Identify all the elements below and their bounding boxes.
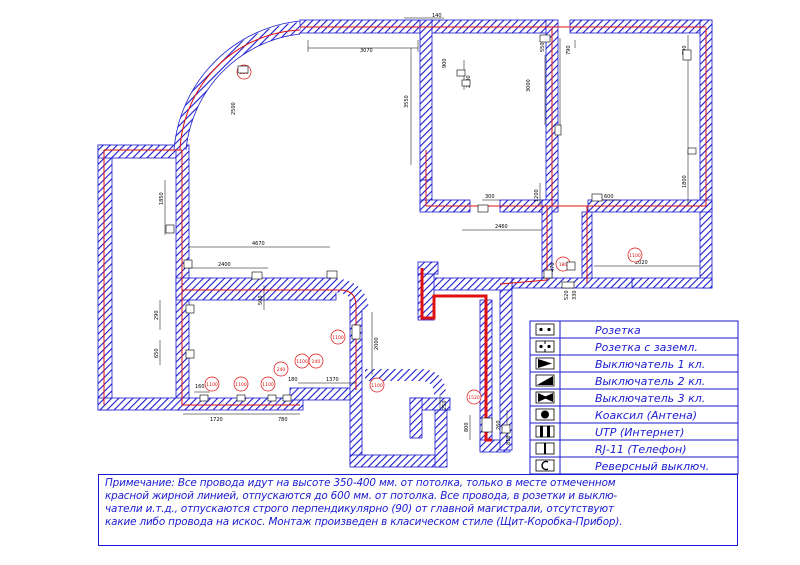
coax-icon bbox=[535, 408, 555, 421]
dim-160: 160 bbox=[195, 384, 205, 390]
height-marker bbox=[273, 361, 289, 377]
dim-180: 180 bbox=[288, 377, 298, 383]
legend-label: UTP (Интернет) bbox=[595, 426, 684, 439]
dim-1200: 1200 bbox=[534, 189, 540, 202]
height-marker bbox=[330, 329, 346, 345]
legend-label: RJ-11 (Телефон) bbox=[595, 443, 687, 456]
height-marker bbox=[260, 376, 276, 392]
height-1100f: 1100 bbox=[371, 383, 383, 389]
dim-2000b: 2000 bbox=[374, 337, 380, 350]
wall-left-outer bbox=[97, 144, 113, 411]
dim-550: 550 bbox=[540, 42, 546, 52]
reverse-switch-icon bbox=[535, 459, 555, 472]
height-1100a: 1100 bbox=[206, 382, 218, 388]
legend: Розетка Розетка с заземл. Выключатель 1 … bbox=[529, 320, 739, 475]
devices bbox=[165, 34, 697, 434]
legend-label: Выключатель 2 кл. bbox=[595, 375, 705, 388]
legend-label: Розетка bbox=[595, 324, 641, 337]
dim-330: 330 bbox=[572, 290, 578, 300]
height-1100d: 1100 bbox=[296, 359, 308, 365]
dim-500: 500 bbox=[258, 295, 264, 305]
height-marker bbox=[204, 376, 220, 392]
legend-label: Реверсный выключ. bbox=[595, 460, 709, 473]
height-marker bbox=[369, 377, 385, 393]
switch-2-icon bbox=[535, 374, 555, 387]
socket-icon bbox=[535, 323, 555, 336]
dim-1720: 1720 bbox=[210, 417, 223, 423]
wall-step bbox=[417, 269, 435, 321]
height-240b: 240 bbox=[312, 359, 321, 365]
rj11-icon bbox=[535, 442, 555, 455]
legend-label: Розетка с заземл. bbox=[595, 341, 698, 354]
wall-bottom-4 bbox=[349, 454, 446, 468]
wall-sq-left bbox=[409, 397, 423, 439]
dim-4670: 4670 bbox=[252, 241, 265, 247]
note-line: красной жирной линией, отпускаются до 60… bbox=[105, 490, 618, 502]
dim-3550: 3550 bbox=[404, 95, 410, 108]
height-1520: 1520 bbox=[468, 395, 480, 401]
dim-2020: 2020 bbox=[635, 260, 648, 266]
height-1100b: 1100 bbox=[235, 382, 247, 388]
note-line: Примечание: Все провода идут на высоте 3… bbox=[105, 477, 616, 489]
height-labels: 220 1100 1100 1100 240 1100 240 1100 110… bbox=[206, 70, 641, 401]
height-marker bbox=[233, 376, 249, 392]
utp-icon bbox=[535, 425, 555, 438]
wall-mid-h-left bbox=[175, 277, 337, 301]
dim-290: 290 bbox=[154, 310, 160, 320]
legend-label: Выключатель 3 кл. bbox=[595, 392, 705, 405]
wall-bottom-2 bbox=[289, 387, 361, 401]
dim-780: 780 bbox=[278, 417, 288, 423]
dim-790: 790 bbox=[566, 45, 572, 55]
dim-1850: 1850 bbox=[159, 192, 165, 205]
height-marker bbox=[627, 247, 643, 263]
dim-600: 600 bbox=[604, 194, 614, 200]
dim-900: 900 bbox=[442, 58, 448, 68]
dim-1800: 1800 bbox=[682, 175, 688, 188]
curved-walls bbox=[173, 20, 446, 396]
height-1100e: 1100 bbox=[332, 335, 344, 341]
dimension-lines bbox=[159, 17, 700, 440]
dim-2400: 2400 bbox=[218, 262, 231, 268]
dim-2460: 2460 bbox=[495, 224, 508, 230]
wall-bottom-5 bbox=[434, 409, 448, 468]
dim-1370: 1370 bbox=[326, 377, 339, 383]
height-180: 180 bbox=[559, 262, 568, 268]
note-box: Примечание: Все провода идут на высоте 3… bbox=[98, 474, 738, 546]
legend-label: Выключатель 1 кл. bbox=[595, 358, 705, 371]
dim-810: 810 bbox=[506, 435, 512, 445]
dim-250: 250 bbox=[442, 400, 448, 410]
height-1100c: 1100 bbox=[262, 382, 274, 388]
dim-2500: 2500 bbox=[231, 102, 237, 115]
wall-bottom-right bbox=[631, 277, 713, 289]
dim-800: 800 bbox=[464, 422, 470, 432]
dim-470: 470 bbox=[550, 262, 556, 272]
legend-frame bbox=[529, 320, 739, 475]
height-1100g: 1100 bbox=[629, 253, 641, 259]
dim-3070: 3070 bbox=[360, 48, 373, 54]
note-line: какие либо провода на искос. Монтаж прои… bbox=[105, 516, 623, 528]
note-line: чатели и.т.д., отпускаются строго перпен… bbox=[105, 503, 614, 515]
dim-520: 520 bbox=[564, 290, 570, 300]
dim-260: 260 bbox=[496, 420, 502, 430]
socket-ground-icon bbox=[535, 340, 555, 353]
heavy-wire bbox=[420, 268, 492, 442]
height-240: 240 bbox=[277, 367, 286, 373]
dim-3000: 3000 bbox=[526, 79, 532, 92]
height-marker bbox=[466, 389, 482, 405]
height-marker bbox=[308, 353, 324, 369]
dim-300: 300 bbox=[485, 194, 495, 200]
switch-1-icon bbox=[535, 357, 555, 370]
switch-3-icon bbox=[535, 391, 555, 404]
dim-650: 650 bbox=[154, 348, 160, 358]
dim-140: 140 bbox=[432, 13, 442, 19]
legend-label: Коаксил (Антена) bbox=[595, 409, 697, 422]
wiring bbox=[103, 26, 707, 406]
